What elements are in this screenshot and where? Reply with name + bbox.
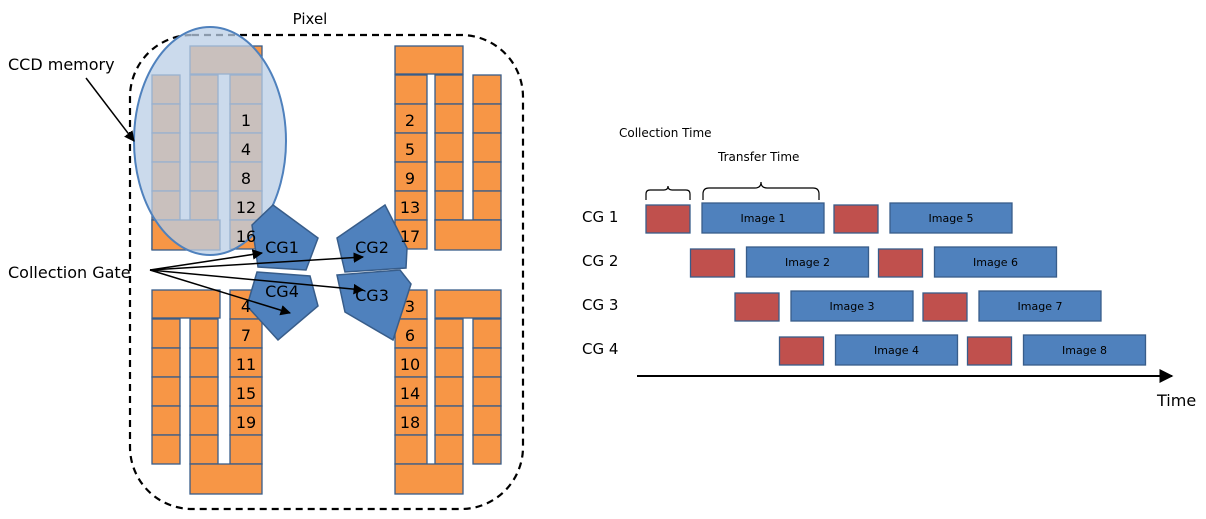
- ur-right-col-cell: [473, 133, 501, 162]
- lr-mid-col-cell: [435, 406, 463, 435]
- cell-number-ll: 15: [236, 384, 256, 403]
- lr-mid-col-cell: [435, 377, 463, 406]
- lr-right-col-cell: [473, 377, 501, 406]
- cell-number-ul: 8: [241, 169, 251, 188]
- cell-number-ur: 2: [405, 111, 415, 130]
- ll-top-bar: [152, 290, 220, 318]
- timing-row-label: CG 2: [582, 252, 618, 270]
- ccd-memory-arrow: [86, 78, 134, 141]
- transfer-block-label: Image 1: [741, 212, 786, 225]
- transfer-block-label: Image 6: [973, 256, 1018, 269]
- ur-num-col-cell: [395, 75, 427, 104]
- cell-number-ll: 19: [236, 413, 256, 432]
- cell-number-ll: 7: [241, 326, 251, 345]
- ll-bottom-bar: [190, 464, 262, 494]
- gate-label-cg2: CG2: [355, 238, 389, 257]
- ur-right-col-cell: [473, 104, 501, 133]
- lr-mid-col-cell: [435, 319, 463, 348]
- ur-mid-col-cell: [435, 75, 463, 104]
- collection-block: [968, 337, 1012, 365]
- timing-diagram: Collection Time Transfer Time CG 1 Image …: [582, 126, 1196, 410]
- transfer-block-label: Image 4: [874, 344, 919, 357]
- ur-right-col-cell: [473, 75, 501, 104]
- lr-top-bar: [435, 290, 501, 318]
- ur-right-col-cell: [473, 191, 501, 220]
- ur-mid-col-cell: [435, 162, 463, 191]
- gate-label-cg3: CG3: [355, 286, 389, 305]
- lr-right-col-cell: [473, 319, 501, 348]
- lr-right-col-cell: [473, 348, 501, 377]
- cell-number-lr: 3: [405, 297, 415, 316]
- collection-block: [691, 249, 735, 277]
- collection-block: [780, 337, 824, 365]
- pixel-label: Pixel: [293, 10, 328, 28]
- lr-right-col-cell: [473, 435, 501, 464]
- cell-number-ul: 4: [241, 140, 251, 159]
- gate-label-cg1: CG1: [265, 238, 299, 257]
- cell-number-lr: 10: [400, 355, 420, 374]
- cell-number-ul: 1: [241, 111, 251, 130]
- collection-time-label: Collection Time: [619, 126, 712, 140]
- ll-mid-col-cell: [190, 319, 218, 348]
- cell-number-lr: 18: [400, 413, 420, 432]
- transfer-block-label: Image 8: [1062, 344, 1107, 357]
- ll-left-col-cell: [152, 319, 180, 348]
- ll-mid-col-cell: [190, 406, 218, 435]
- ur-mid-col-cell: [435, 104, 463, 133]
- collection-block: [834, 205, 878, 233]
- ccd-memory-label: CCD memory: [8, 55, 115, 74]
- ll-mid-col-cell: [190, 377, 218, 406]
- lr-mid-col-cell: [435, 348, 463, 377]
- timing-row-label: CG 4: [582, 340, 618, 358]
- ll-mid-col-cell: [190, 435, 218, 464]
- collection-block: [735, 293, 779, 321]
- collection-gates: [247, 205, 411, 340]
- cell-number-lr: 6: [405, 326, 415, 345]
- transfer-time-brace: [703, 182, 819, 200]
- ll-mid-col-cell: [190, 348, 218, 377]
- ur-bottom-bar: [435, 220, 501, 250]
- cell-number-ur: 5: [405, 140, 415, 159]
- lr-bottom-bar: [395, 464, 463, 494]
- cell-number-ur: 17: [400, 227, 420, 246]
- time-axis-label: Time: [1156, 391, 1196, 410]
- transfer-block-label: Image 3: [830, 300, 875, 313]
- timing-row-label: CG 1: [582, 208, 618, 226]
- ur-mid-col-cell: [435, 191, 463, 220]
- cell-number-ll: 11: [236, 355, 256, 374]
- lr-mid-col-cell: [435, 435, 463, 464]
- ur-top-bar: [395, 46, 463, 74]
- ll-left-col-cell: [152, 406, 180, 435]
- timing-rows: CG 1 Image 1 Image 5 CG 2 Image 2 Image 6 CG 3…: [582, 203, 1146, 365]
- transfer-block-label: Image 2: [785, 256, 830, 269]
- timing-row-label: CG 3: [582, 296, 618, 314]
- cell-number-lr: 14: [400, 384, 420, 403]
- transfer-time-label: Transfer Time: [717, 150, 799, 164]
- cell-number-ul: 12: [236, 198, 256, 217]
- transfer-block-label: Image 7: [1018, 300, 1063, 313]
- cell-number-ul: 16: [236, 227, 256, 246]
- ur-mid-col-cell: [435, 133, 463, 162]
- ll-left-col-cell: [152, 377, 180, 406]
- ll-left-col-cell: [152, 435, 180, 464]
- lr-num-col-cell: [395, 435, 427, 464]
- gate-label-cg4: CG4: [265, 282, 299, 301]
- cell-number-ur: 13: [400, 198, 420, 217]
- collection-block: [646, 205, 690, 233]
- collection-time-brace: [646, 186, 690, 200]
- collection-gate-label: Collection Gate: [8, 263, 131, 282]
- cell-number-ur: 9: [405, 169, 415, 188]
- collection-block: [879, 249, 923, 277]
- ll-left-col-cell: [152, 348, 180, 377]
- lr-right-col-cell: [473, 406, 501, 435]
- transfer-block-label: Image 5: [929, 212, 974, 225]
- ur-right-col-cell: [473, 162, 501, 191]
- ll-num-col-cell: [230, 435, 262, 464]
- collection-block: [923, 293, 967, 321]
